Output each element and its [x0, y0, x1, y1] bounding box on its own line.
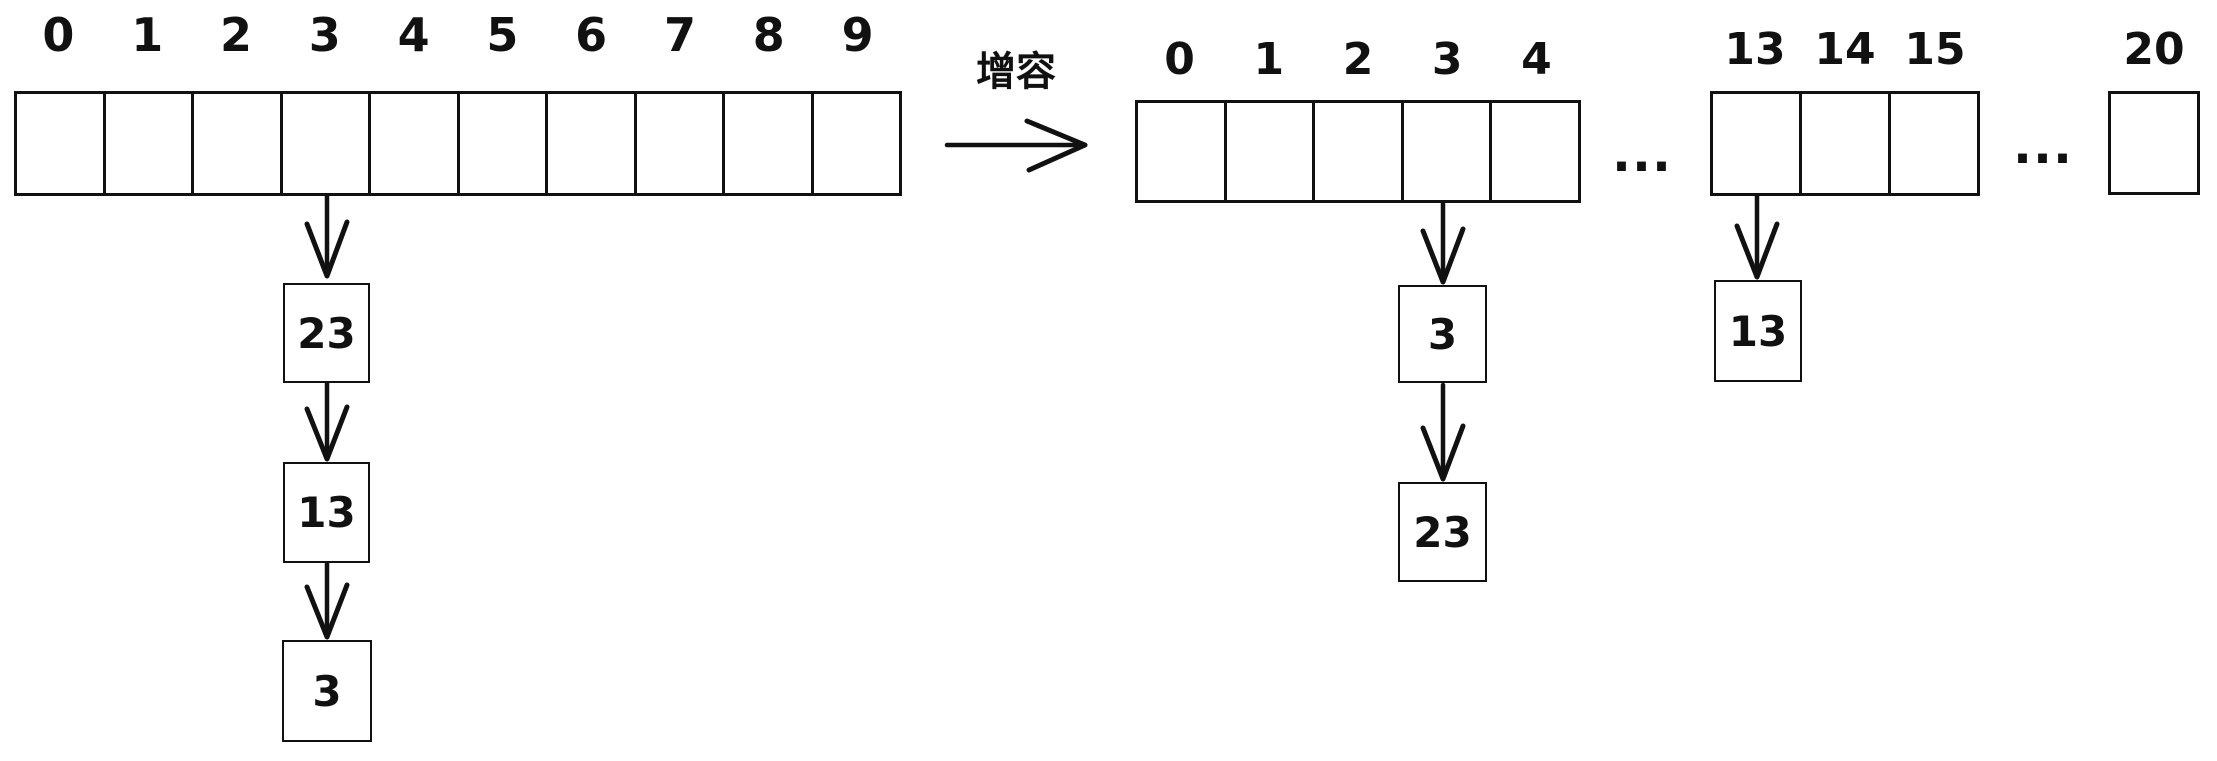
array-cell [1312, 103, 1401, 200]
array-cell [368, 94, 457, 193]
index-label: 4 [1521, 34, 1552, 85]
array-cell [722, 94, 811, 193]
array-cell [633, 94, 723, 193]
list-node: 23 [283, 283, 370, 383]
array-cell [1489, 103, 1578, 200]
left-chain-arrow-2 [304, 378, 350, 462]
index-label: 3 [1431, 34, 1463, 85]
array-cell [191, 94, 280, 193]
array-cell [1713, 94, 1799, 193]
right-array-last-index-label: 20 [2108, 28, 2200, 72]
left-chain-arrow-3 [304, 558, 350, 640]
left-array [14, 91, 902, 196]
array-cell [17, 94, 103, 193]
index-label: 20 [2123, 24, 2185, 75]
index-label: 1 [131, 8, 164, 62]
array-cell [1400, 103, 1490, 200]
ellipsis: ... [1612, 125, 1672, 183]
right-array-front-segment [1135, 100, 1581, 203]
array-cell [1223, 103, 1313, 200]
index-label: 13 [1724, 24, 1786, 75]
right-bucket13-arrow [1734, 193, 1780, 280]
resize-label: 增容 [976, 49, 1056, 95]
index-label: 5 [486, 8, 519, 62]
index-label: 0 [1164, 34, 1195, 85]
array-cell [102, 94, 192, 193]
array-cell [1799, 94, 1888, 193]
index-label: 9 [841, 8, 874, 62]
array-cell [2108, 91, 2200, 195]
index-label: 15 [1904, 24, 1966, 75]
right-array-middle-segment [1710, 91, 1980, 196]
index-label: 2 [1342, 34, 1374, 85]
array-cell [1888, 94, 1977, 193]
index-label: 0 [42, 8, 75, 62]
right-chain-arrow-2 [1420, 382, 1466, 482]
list-node: 3 [282, 640, 372, 742]
array-cell [810, 94, 900, 193]
index-label: 6 [575, 8, 608, 62]
index-label: 1 [1253, 34, 1285, 85]
list-node: 3 [1398, 285, 1487, 383]
index-label: 4 [397, 8, 430, 62]
index-label: 2 [219, 8, 252, 62]
array-cell [279, 94, 369, 193]
index-label: 8 [752, 8, 785, 62]
array-cell [545, 94, 634, 193]
index-label: 14 [1814, 24, 1876, 75]
ellipsis: ... [2013, 117, 2073, 175]
array-cell [1138, 103, 1224, 200]
index-label: 3 [308, 8, 341, 62]
index-label: 7 [663, 8, 696, 62]
array-cell [456, 94, 546, 193]
list-node: 13 [283, 462, 370, 563]
list-node: 13 [1714, 280, 1802, 382]
resize-arrow-icon [944, 118, 1088, 173]
list-node: 23 [1398, 482, 1487, 582]
